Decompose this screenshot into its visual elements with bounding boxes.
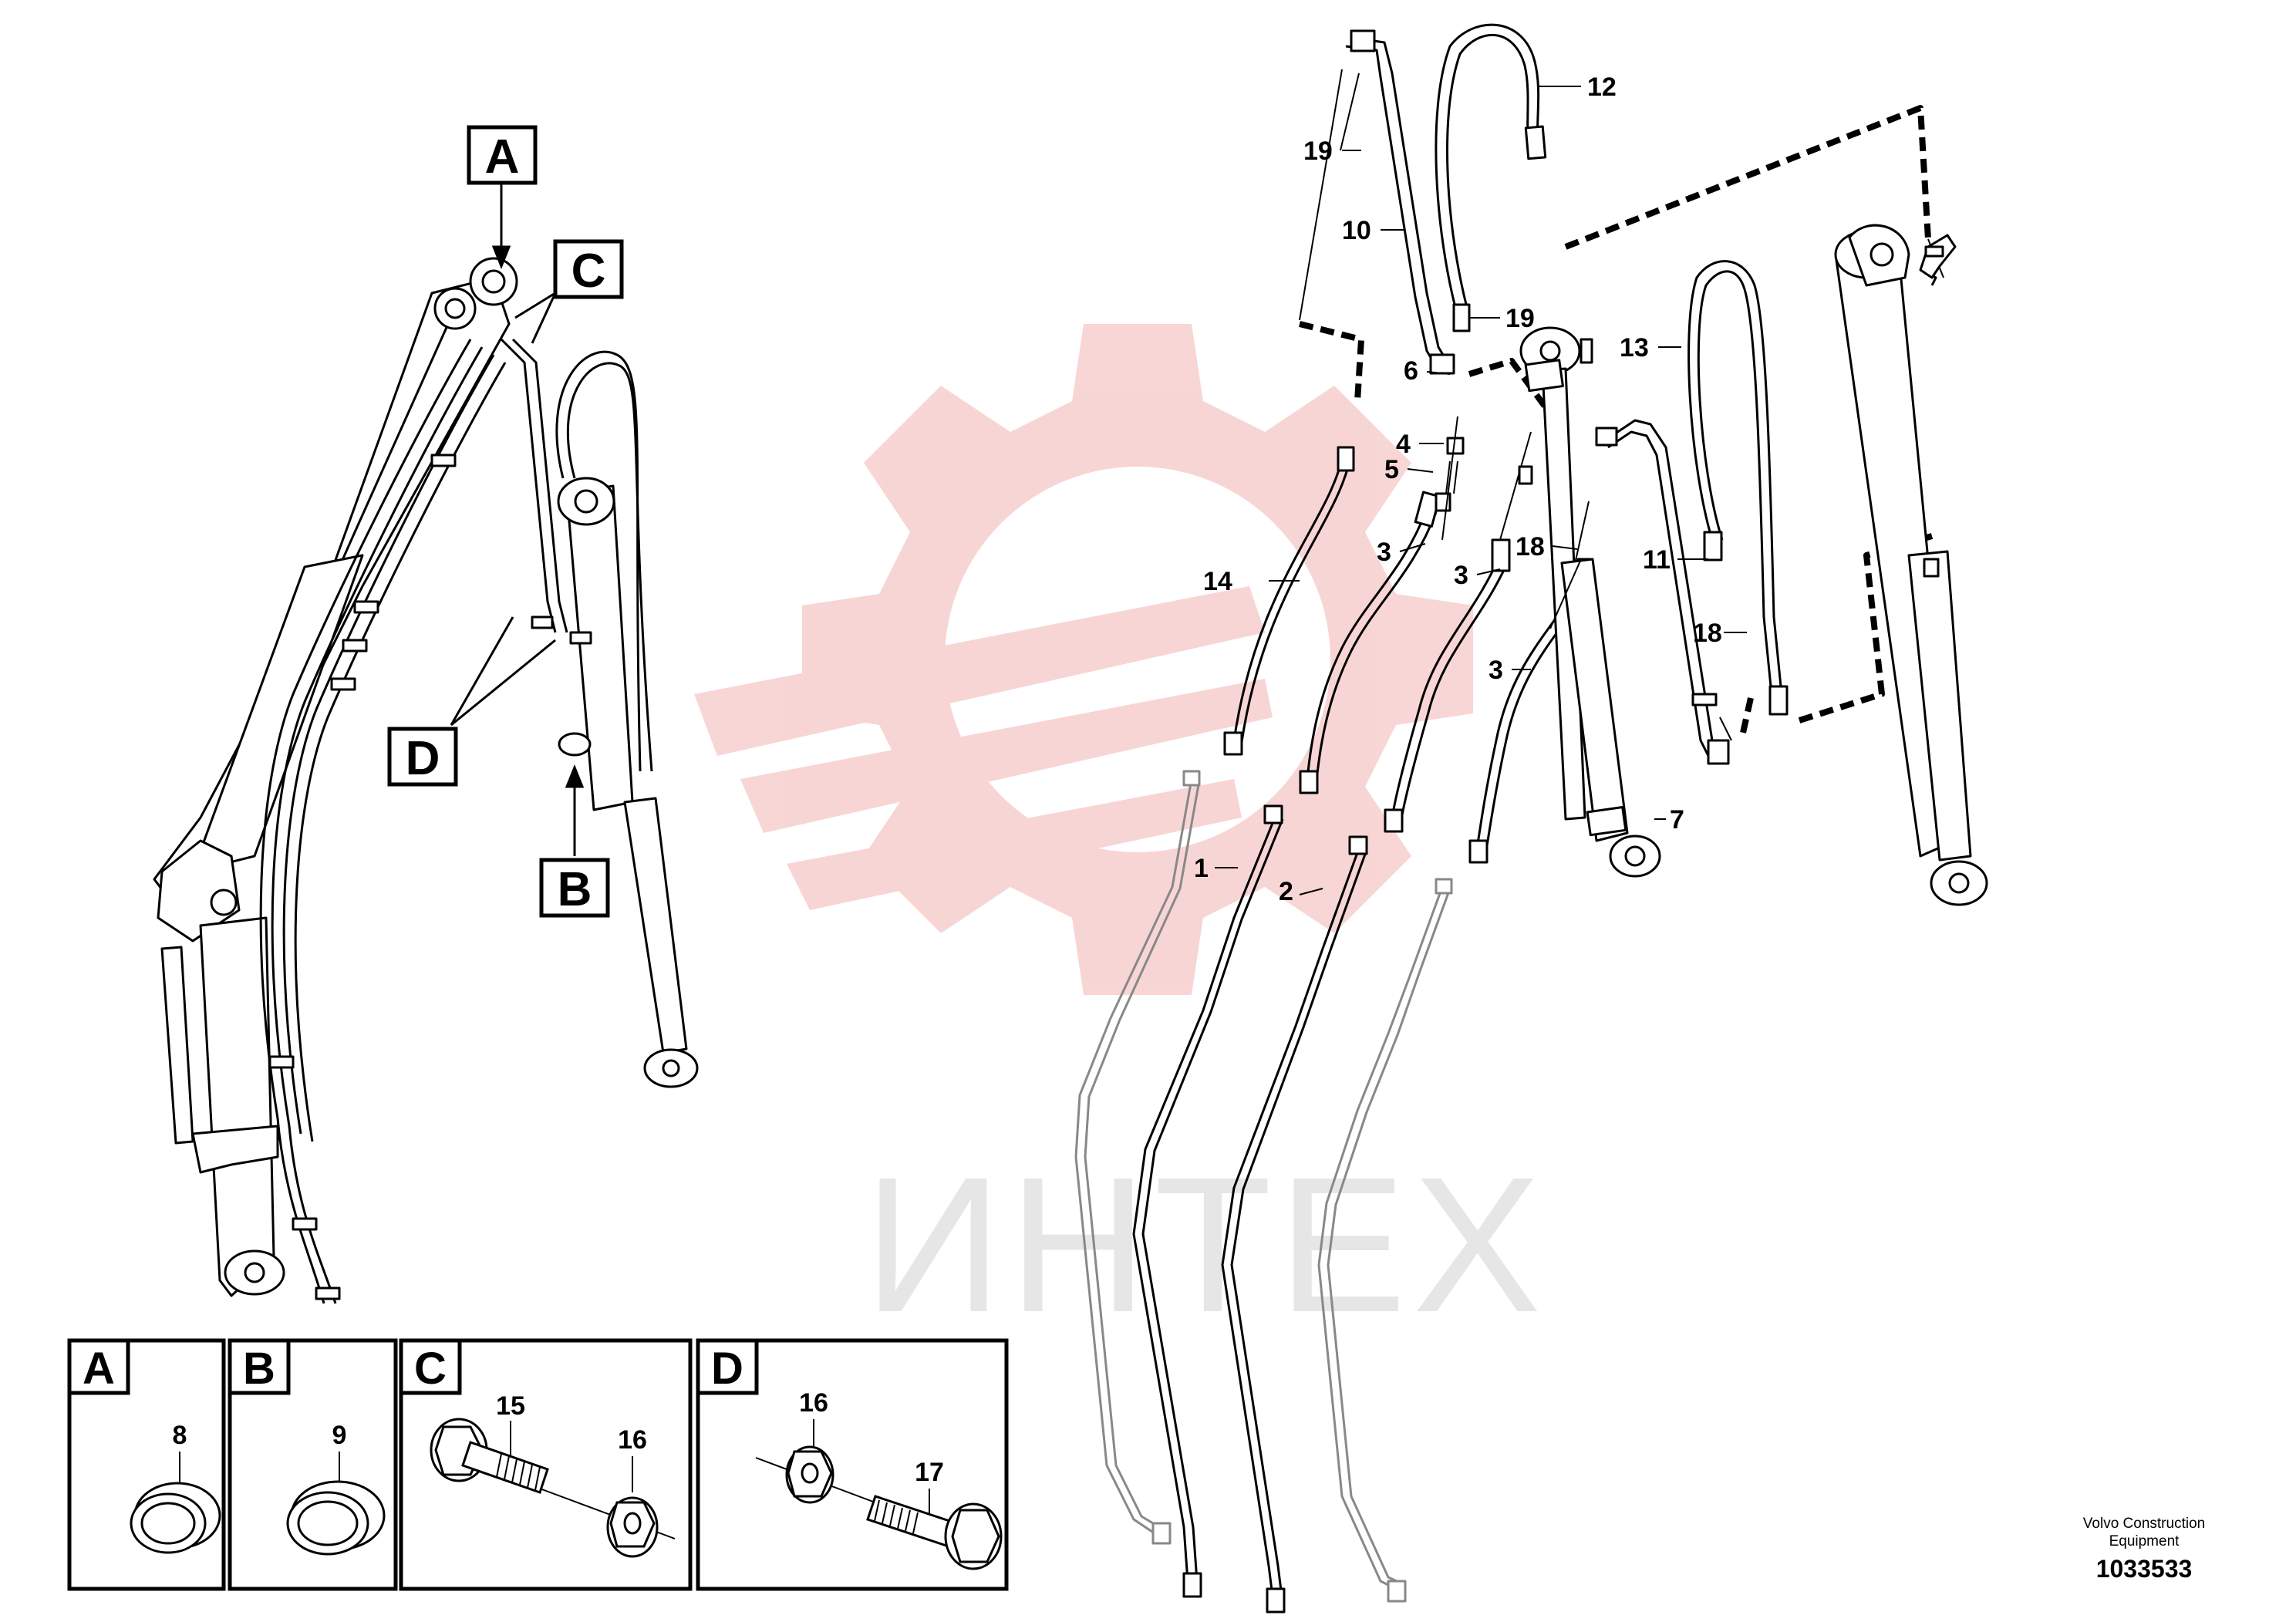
upper-hoses (500, 338, 568, 633)
part-number-6: 6 (1404, 356, 1418, 386)
part-number-11: 11 (1643, 545, 1671, 575)
footer: Volvo Construction Equipment 1033533 (2083, 1516, 2205, 1583)
hose-14 (1232, 458, 1344, 741)
pipe-aux-right (1317, 886, 1444, 1590)
part-number-18-a: 18 (1515, 532, 1545, 561)
part-number-8: 8 (173, 1421, 187, 1450)
view-callouts (450, 181, 585, 856)
inset-c: C 15 16 (399, 1338, 693, 1591)
part-number-16-d: 16 (799, 1388, 828, 1418)
brand-line-1: Volvo Construction (2083, 1516, 2205, 1532)
pipe-2 (1221, 848, 1360, 1597)
top-pivot-boss (469, 257, 518, 306)
lift-cylinder-hoses (555, 350, 653, 772)
leader-lines (1215, 86, 1747, 895)
rod-end-b (558, 732, 592, 757)
svg-text:D: D (406, 732, 440, 785)
part-number-9: 9 (332, 1421, 347, 1450)
inset-a: A 8 (67, 1338, 226, 1591)
hose-3-second (1391, 555, 1502, 818)
lift-cylinder (565, 484, 634, 811)
part-number-7: 7 (1670, 805, 1684, 835)
cylinder-7 (1519, 326, 1661, 878)
lift-cylinder-rod (623, 797, 688, 1054)
part-number-14: 14 (1203, 567, 1232, 596)
inset-d: D 16 17 (696, 1338, 1009, 1591)
view-label-d: D (387, 727, 458, 787)
pipe-1 (1132, 817, 1276, 1582)
part-number-5: 5 (1384, 455, 1399, 484)
part-number-12: 12 (1587, 73, 1617, 102)
part-number-19-b: 19 (1505, 304, 1535, 333)
part-number-3-c: 3 (1489, 656, 1503, 685)
boom-cylinder (1834, 224, 1988, 906)
svg-text:B: B (243, 1344, 275, 1394)
pipe-10 (1357, 37, 1451, 367)
svg-text:B: B (558, 863, 592, 916)
hose-13 (1687, 260, 1783, 695)
small-cylinder (160, 946, 194, 1145)
part-number-3-b: 3 (1454, 561, 1468, 590)
brand-line-2: Equipment (2109, 1533, 2180, 1549)
elbow-fitting-12 (1919, 234, 1957, 279)
flange-nut-16-c (606, 1496, 659, 1558)
part-number-labels: 12 19 10 19 13 6 4 5 3 14 3 18 11 3 18 7… (1194, 73, 1722, 906)
lower-bracket (157, 839, 241, 943)
part-number-13: 13 (1620, 333, 1649, 363)
part-number-19-a: 19 (1303, 137, 1333, 166)
hose-clamps (268, 454, 457, 1300)
watermark-swoosh (694, 586, 1273, 910)
svg-text:A: A (485, 130, 520, 184)
svg-text:D: D (711, 1344, 743, 1394)
part-number-2: 2 (1279, 877, 1293, 906)
hose-3-first (1306, 508, 1428, 780)
seal-ring-8 (130, 1482, 221, 1554)
watermark-gear-logo (694, 324, 1473, 995)
part-number-3-a: 3 (1377, 538, 1391, 567)
view-label-a: A (467, 125, 538, 185)
document-number: 1033533 (2096, 1555, 2193, 1583)
svg-text:C: C (414, 1344, 447, 1394)
svg-text:A: A (83, 1344, 115, 1394)
flange-bolt-17 (866, 1495, 1003, 1570)
part-number-1: 1 (1194, 854, 1209, 883)
part-number-10: 10 (1342, 216, 1371, 245)
part-number-16: 16 (618, 1425, 647, 1455)
svg-text:C: C (571, 244, 606, 298)
part-number-4: 4 (1396, 430, 1411, 459)
view-label-c: C (553, 239, 624, 299)
second-pivot-boss (433, 287, 477, 330)
arm-assembly (153, 257, 699, 1304)
watermark-text: ИНТЕХ (864, 1137, 1547, 1352)
flange-nut-16-d (785, 1445, 834, 1504)
part-number-17: 17 (915, 1458, 944, 1487)
fork-bracket (191, 1125, 279, 1174)
part-number-18-b: 18 (1693, 619, 1722, 648)
inset-b: B 9 (228, 1338, 398, 1591)
flange-bolt-15 (430, 1418, 549, 1494)
seal-ring-9 (286, 1480, 386, 1556)
hose-12 (1435, 23, 1540, 317)
pipe-aux-left (1074, 778, 1193, 1536)
exploded-parts (1074, 23, 1988, 1614)
view-label-b: B (539, 858, 610, 918)
part-number-15: 15 (496, 1391, 525, 1421)
